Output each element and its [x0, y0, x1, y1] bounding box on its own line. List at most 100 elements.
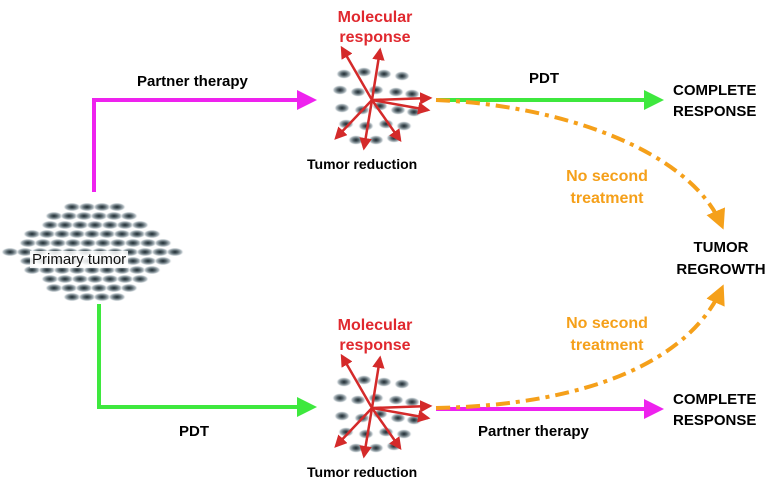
tumor-cell [166, 247, 184, 257]
tumor-cell [131, 274, 149, 284]
molecular-response-arrow [370, 355, 385, 409]
primary-tumor-label: Primary tumor [30, 251, 129, 268]
molecular-response-arrow [370, 407, 402, 451]
bottom-molecular-response-line2: response [339, 337, 411, 354]
tumor-cell [388, 87, 404, 97]
tumor-cell [60, 211, 78, 221]
tumor-cell [75, 211, 93, 221]
tumor-cell [336, 69, 352, 79]
molecular-response-arrow [359, 99, 374, 151]
tumor-cell [143, 229, 161, 239]
tumor-cell [101, 220, 119, 230]
tumor-cell [390, 105, 406, 115]
tumor-cell [116, 220, 134, 230]
tumor-cell [41, 274, 59, 284]
tumor-cell [332, 85, 348, 95]
tumor-cell [368, 443, 384, 453]
tumor-cell [16, 247, 34, 257]
tumor-cell [63, 292, 81, 302]
tumor-cell [83, 229, 101, 239]
tumor-cell [348, 443, 364, 453]
tumor-cell [56, 274, 74, 284]
top-molecular-response-line1: Molecular [337, 9, 413, 26]
tumor-cell [63, 202, 81, 212]
bottom-no-second-treatment-line1: No second [566, 315, 648, 332]
tumor-cell [78, 202, 96, 212]
tumor-cell [358, 429, 374, 439]
tumor-cell [71, 274, 89, 284]
tumor-cell [49, 238, 67, 248]
tumor-cell [71, 220, 89, 230]
tumor-cell [404, 89, 420, 99]
tumor-cell [372, 101, 388, 111]
bottom-pdt-label: PDT [179, 423, 209, 440]
tumor-cell [131, 220, 149, 230]
bottom-no-second-treatment-line2: treatment [570, 337, 644, 354]
top-no-second-treatment-arrow [435, 98, 725, 230]
bottom-molecular-response-arrows [334, 353, 433, 459]
molecular-response-arrow [371, 98, 431, 115]
tumor-cell [93, 292, 111, 302]
tumor-cell [108, 202, 126, 212]
tumor-cell [356, 375, 372, 385]
tumor-cell [45, 283, 63, 293]
tumor-cell [101, 274, 119, 284]
tumor-cell [136, 247, 154, 257]
bottom-tumor-reduction-label: Tumor reduction [307, 464, 418, 480]
tumor-cell [396, 429, 412, 439]
tumor-cell [75, 283, 93, 293]
tumor-cell [78, 292, 96, 302]
tumor-cell [23, 229, 41, 239]
tumor-cell [368, 135, 384, 145]
tumor-cell [45, 211, 63, 221]
tumor-cell [396, 121, 412, 131]
tumor-cell [336, 377, 352, 387]
tumor-cell [56, 220, 74, 230]
tumor-cell [90, 283, 108, 293]
tumor-cell [1, 247, 19, 257]
tumor-cell [139, 238, 157, 248]
molecular-response-arrow [340, 353, 374, 409]
tumor-cell [38, 229, 56, 239]
tumor-cell [390, 413, 406, 423]
tumor-cell [93, 202, 111, 212]
tumor-cell [368, 85, 384, 95]
tumor-cell [68, 229, 86, 239]
tumor-cell [41, 220, 59, 230]
tumor-cell [113, 229, 131, 239]
tumor-cell [151, 247, 169, 257]
tumor-cell [154, 256, 172, 266]
tumor-cell [404, 397, 420, 407]
tumor-cell [124, 238, 142, 248]
top-partner-therapy-arrow [92, 90, 317, 192]
molecular-response-arrow [370, 99, 402, 143]
tumor-cell [350, 87, 366, 97]
tumor-cell [128, 229, 146, 239]
tumor-cell [86, 220, 104, 230]
top-tumor-reduction-label: Tumor reduction [307, 156, 418, 172]
tumor-regrowth-line1: TUMOR [693, 239, 749, 256]
molecular-response-arrow [359, 407, 374, 459]
molecular-response-arrow [371, 400, 433, 413]
tumor-cell [79, 238, 97, 248]
bottom-complete-response-line2: RESPONSE [673, 412, 757, 429]
molecular-response-arrow [334, 407, 373, 448]
top-partner-therapy-label: Partner therapy [137, 73, 248, 90]
molecular-response-arrow [334, 99, 373, 140]
tumor-cell [143, 265, 161, 275]
tumor-cell [53, 229, 71, 239]
tumor-cell [98, 229, 116, 239]
bottom-pdt-arrow [97, 304, 317, 417]
tumor-cell [372, 409, 388, 419]
tumor-cell [105, 211, 123, 221]
top-complete-response-line2: RESPONSE [673, 103, 757, 120]
tumor-cell [60, 283, 78, 293]
tumor-cell [34, 238, 52, 248]
tumor-cell [108, 292, 126, 302]
tumor-cell [394, 379, 410, 389]
top-no-second-treatment-line2: treatment [570, 190, 644, 207]
tumor-cell [376, 377, 392, 387]
bottom-molecular-response-line1: Molecular [337, 317, 413, 334]
top-pdt-label: PDT [529, 70, 559, 87]
